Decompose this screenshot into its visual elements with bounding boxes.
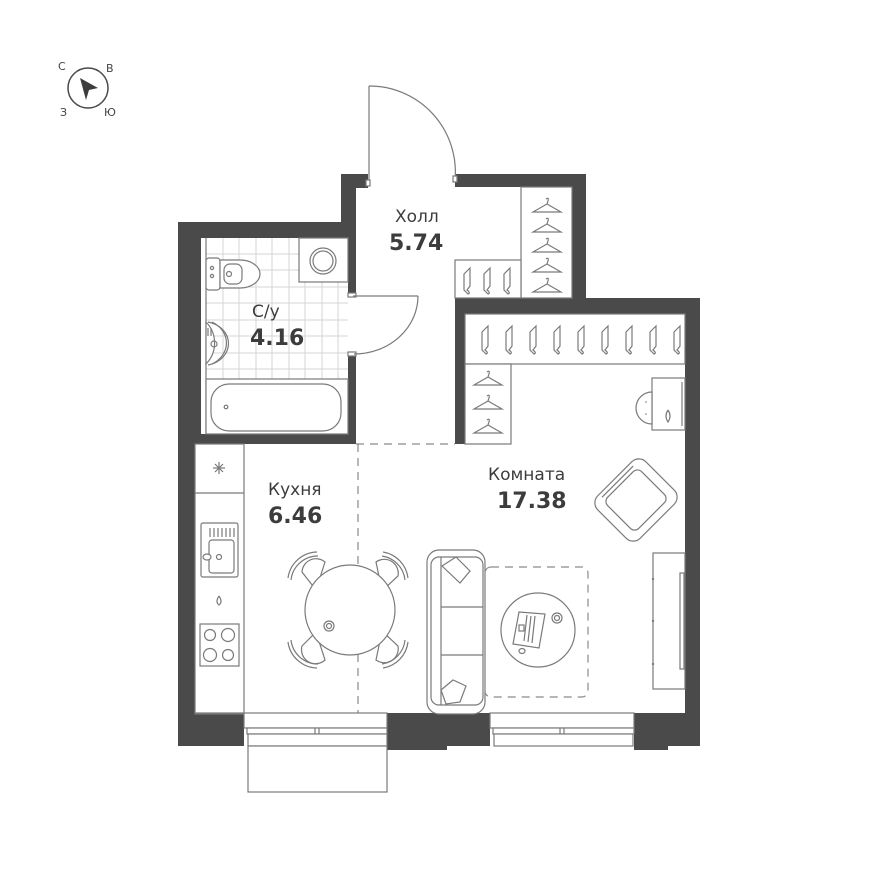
bathtub-icon bbox=[205, 378, 349, 435]
kitchen-counter bbox=[194, 443, 245, 715]
washing-machine-icon bbox=[298, 237, 349, 283]
kitchen: Кухня 6.46 bbox=[194, 443, 409, 715]
kitchen-area: 6.46 bbox=[268, 504, 322, 529]
hanger-icon bbox=[530, 197, 564, 293]
hall-wardrobe-right bbox=[520, 186, 573, 299]
sofa-icon bbox=[426, 549, 486, 715]
bathroom: С/у 4.16 bbox=[205, 237, 419, 435]
living-room-name: Комната bbox=[488, 465, 565, 485]
rug bbox=[484, 566, 589, 698]
water-drop-icon bbox=[216, 595, 222, 606]
kitchen-sink-icon bbox=[200, 522, 239, 578]
hall-wardrobe-small bbox=[454, 259, 522, 299]
compass-arrow-icon bbox=[80, 78, 98, 100]
compass-west-label: З bbox=[60, 106, 67, 119]
dining-table-icon bbox=[287, 551, 409, 669]
window-living-room bbox=[489, 712, 635, 747]
entrance-door bbox=[365, 85, 458, 187]
stove-icon bbox=[199, 623, 240, 667]
compass-east-label: В bbox=[106, 62, 114, 75]
laptop-icon bbox=[512, 611, 546, 649]
bathroom-name: С/у bbox=[252, 302, 280, 322]
hanger-icon bbox=[463, 266, 511, 295]
compass-south-label: Ю bbox=[104, 106, 116, 119]
compass-north-label: С bbox=[58, 60, 66, 73]
balcony bbox=[247, 745, 388, 793]
hall: Холл 5.74 bbox=[389, 186, 573, 299]
vent-icon bbox=[213, 462, 225, 474]
hall-name: Холл bbox=[395, 207, 439, 227]
armchair-icon bbox=[594, 458, 678, 542]
desk-icon bbox=[635, 377, 686, 431]
coffee-table-icon bbox=[500, 592, 576, 668]
sink-icon bbox=[205, 320, 230, 366]
bathroom-area: 4.16 bbox=[250, 326, 304, 351]
pillow-icon bbox=[441, 556, 471, 584]
bathroom-door bbox=[347, 292, 419, 357]
toilet-icon bbox=[205, 257, 261, 291]
hall-area: 5.74 bbox=[389, 231, 443, 256]
room-wardrobe bbox=[464, 313, 686, 445]
chair-icon bbox=[287, 551, 409, 669]
living-room-area: 17.38 bbox=[497, 489, 567, 514]
pillow-icon bbox=[440, 679, 467, 705]
hanger-icon bbox=[481, 324, 681, 355]
window-kitchen bbox=[243, 712, 388, 747]
kitchen-name: Кухня bbox=[268, 480, 322, 500]
hanger-icon bbox=[471, 370, 505, 434]
tv-stand-icon bbox=[651, 552, 686, 690]
compass: С В З Ю bbox=[58, 60, 116, 119]
walls bbox=[178, 174, 700, 750]
